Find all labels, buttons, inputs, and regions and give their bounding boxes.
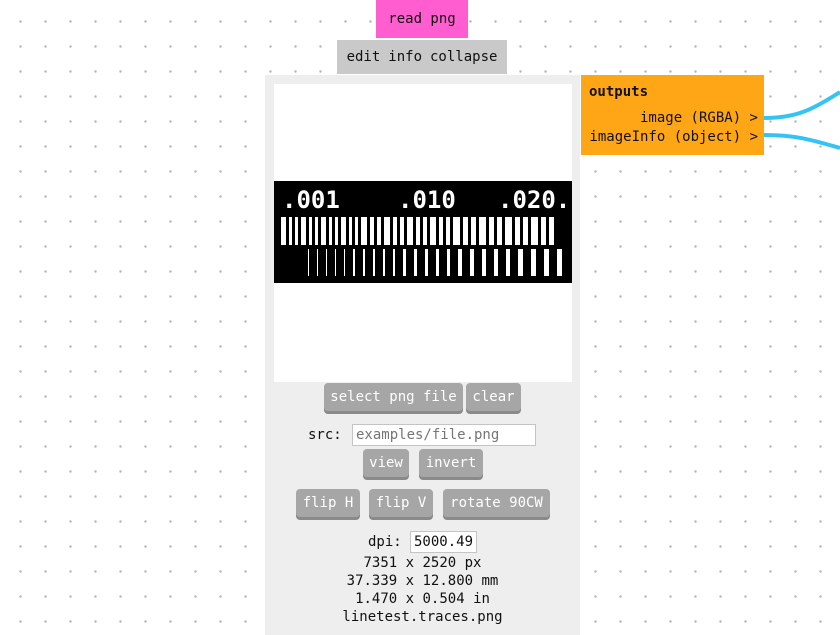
- output-port-image[interactable]: image (RGBA) >: [639, 110, 758, 126]
- wire-image-info: [763, 133, 840, 150]
- preview-bar-bottom: [393, 249, 395, 276]
- preview-bar-top: [430, 217, 436, 245]
- connection-wires: [763, 90, 840, 150]
- preview-bar-bottom: [482, 249, 486, 276]
- preview-bar-top: [393, 217, 397, 245]
- preview-bar-top: [355, 217, 358, 245]
- preview-image: .001 .010 .020.: [274, 181, 572, 283]
- preview-bar-top: [439, 217, 443, 245]
- preview-bar-top: [505, 217, 512, 245]
- module-title-text: read png: [388, 11, 456, 27]
- preview-bar-top: [515, 217, 520, 245]
- src-input[interactable]: [352, 424, 536, 446]
- preview-bar-top: [301, 217, 306, 245]
- src-label: src:: [308, 427, 342, 443]
- preview-bar-top: [407, 217, 413, 245]
- preview-bar-top: [489, 217, 494, 245]
- preview-bar-bottom: [353, 249, 355, 276]
- preview-bar-bottom: [557, 249, 562, 276]
- rotate-90cw-button[interactable]: rotate 90CW: [443, 489, 550, 517]
- preview-bar-top: [281, 217, 286, 245]
- preview-bar-bottom: [531, 249, 536, 276]
- preview-bar-bottom: [308, 249, 309, 276]
- dpi-label: dpi:: [368, 534, 402, 550]
- preview-bar-top: [423, 217, 427, 245]
- preview-bar-bottom: [344, 249, 345, 276]
- clear-button[interactable]: clear: [466, 383, 521, 411]
- preview-bar-top: [321, 217, 326, 245]
- preview-bar-top: [349, 217, 352, 245]
- preview-bar-bottom: [317, 249, 318, 276]
- preview-bar-bottom: [363, 249, 365, 276]
- preview-bar-top: [384, 217, 390, 245]
- preview-bar-bottom: [447, 249, 450, 276]
- preview-bars-top: [281, 217, 554, 245]
- info-inches: 1.470 x 0.504 in: [355, 591, 490, 607]
- preview-bar-top: [453, 217, 460, 245]
- outputs-module: outputs image (RGBA) > imageInfo (object…: [581, 75, 764, 155]
- preview-bar-bottom: [458, 249, 462, 276]
- preview-bar-bottom: [383, 249, 385, 276]
- invert-button[interactable]: invert: [419, 449, 483, 477]
- preview-bar-top: [361, 217, 367, 245]
- preview-bar-bottom: [436, 249, 439, 276]
- preview-bar-bottom: [425, 249, 428, 276]
- preview-bar-top: [289, 217, 292, 245]
- preview-bar-bottom: [506, 249, 510, 276]
- preview-bar-top: [541, 217, 546, 245]
- preview-bar-top: [295, 217, 298, 245]
- view-button[interactable]: view: [363, 449, 409, 477]
- preview-bar-top: [446, 217, 450, 245]
- preview-bar-top: [335, 217, 338, 245]
- flip-h-button[interactable]: flip H: [296, 489, 360, 517]
- dpi-input[interactable]: [410, 531, 477, 553]
- preview-bar-top: [329, 217, 332, 245]
- info-button[interactable]: info: [388, 49, 422, 65]
- outputs-header: outputs: [589, 84, 649, 100]
- preview-bar-top: [370, 217, 374, 245]
- preview-bar-top: [479, 217, 486, 245]
- preview-bar-top: [341, 217, 346, 245]
- preview-bar-bottom: [544, 249, 549, 276]
- preview-bar-top: [523, 217, 528, 245]
- edit-button[interactable]: edit: [346, 49, 381, 65]
- module-title[interactable]: read png: [376, 0, 468, 38]
- module-toolbar: edit info collapse: [337, 40, 507, 74]
- preview-bar-top: [497, 217, 502, 245]
- image-preview: .001 .010 .020.: [274, 84, 572, 382]
- preview-bar-top: [416, 217, 420, 245]
- preview-bar-bottom: [403, 249, 406, 276]
- preview-bar-top: [377, 217, 381, 245]
- preview-bar-bottom: [470, 249, 474, 276]
- preview-bar-top: [463, 217, 468, 245]
- collapse-button[interactable]: collapse: [430, 49, 498, 65]
- preview-bar-top: [549, 217, 554, 245]
- preview-label-010: .010: [398, 186, 456, 214]
- preview-bars-bottom: [308, 249, 562, 276]
- preview-bar-top: [400, 217, 404, 245]
- preview-bar-bottom: [373, 249, 375, 276]
- preview-bar-bottom: [326, 249, 327, 276]
- wire-image: [763, 90, 840, 120]
- flip-v-button[interactable]: flip V: [369, 489, 433, 517]
- info-mm: 37.339 x 12.800 mm: [346, 573, 499, 589]
- preview-bar-top: [531, 217, 538, 245]
- preview-bar-top: [315, 217, 318, 245]
- preview-bar-top: [309, 217, 312, 245]
- select-png-file-button[interactable]: select png file: [324, 383, 463, 411]
- preview-bar-bottom: [518, 249, 523, 276]
- preview-label-020: .020.: [498, 186, 570, 214]
- preview-label-001: .001: [282, 186, 340, 214]
- preview-bar-bottom: [494, 249, 498, 276]
- info-pixels: 7351 x 2520 px: [363, 555, 482, 571]
- preview-bar-bottom: [335, 249, 336, 276]
- info-filename: linetest.traces.png: [342, 609, 503, 625]
- preview-bar-top: [471, 217, 476, 245]
- output-port-image-info[interactable]: imageInfo (object) >: [589, 129, 758, 145]
- preview-bar-bottom: [414, 249, 417, 276]
